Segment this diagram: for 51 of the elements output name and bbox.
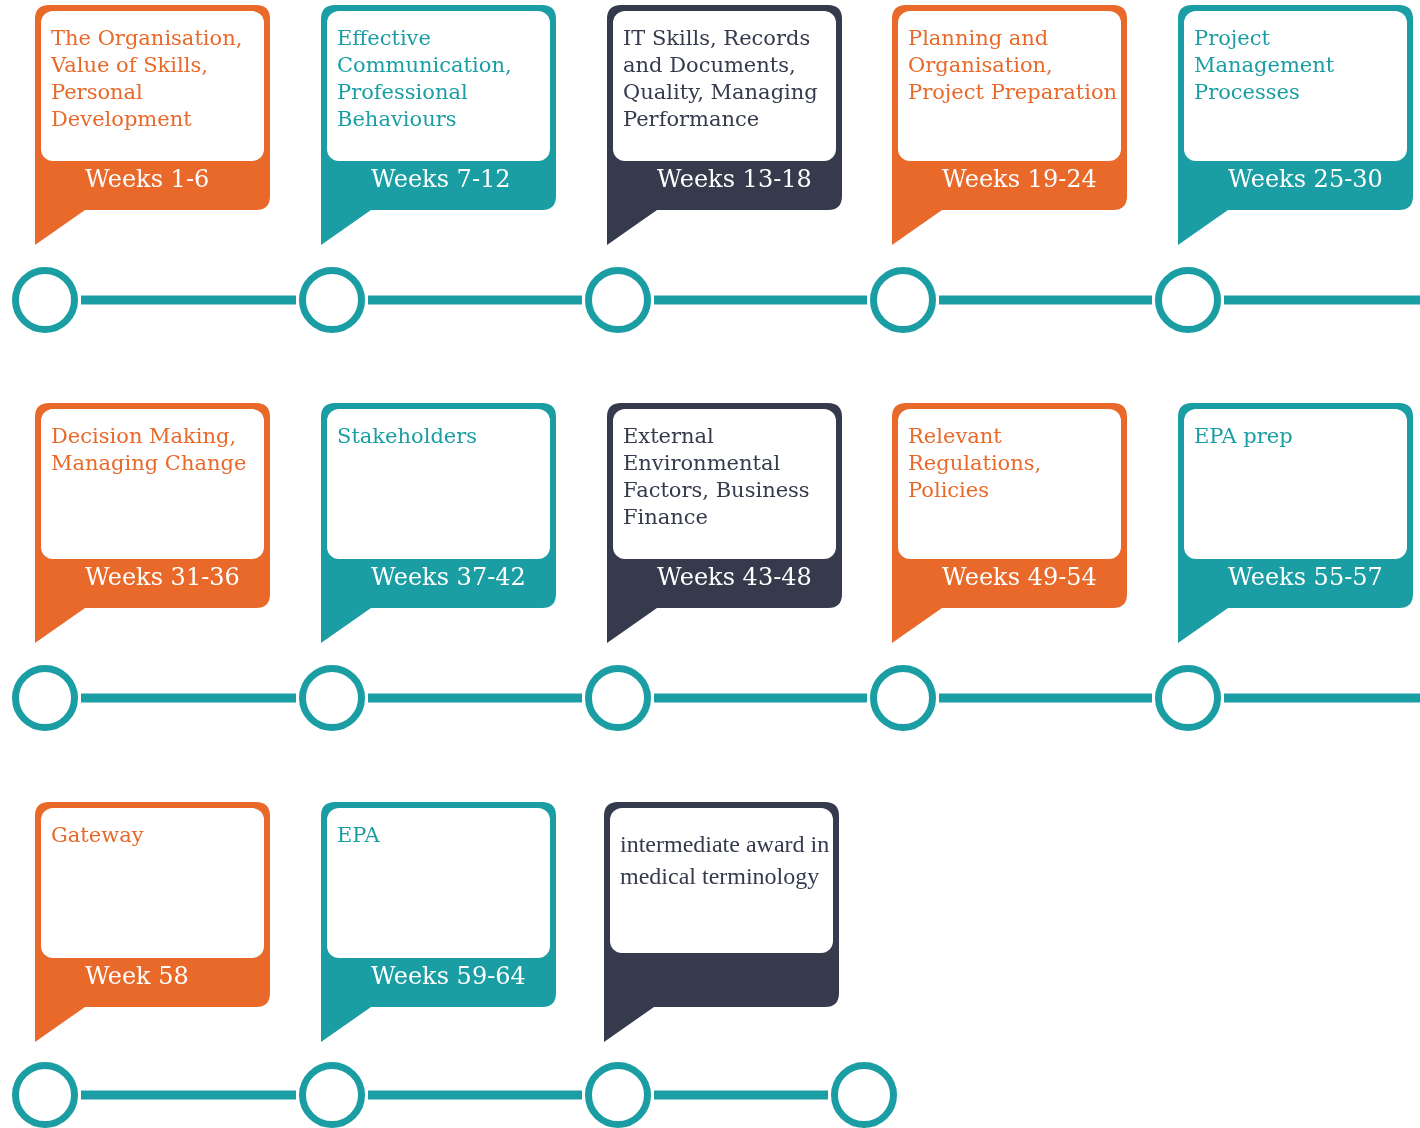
weeks-label: Weeks 43-48 xyxy=(657,563,812,591)
speech-bubble xyxy=(35,802,270,1042)
topic-text: Planning and Organisation, Project Preparation xyxy=(908,25,1119,106)
timeline-line xyxy=(654,295,867,305)
timeline-line xyxy=(939,693,1152,703)
speech-bubble xyxy=(607,403,842,643)
topic-text: Effective Communication, Professional Behaviours xyxy=(337,25,513,133)
topic-text: intermediate award in medical terminology xyxy=(620,830,831,891)
weeks-label: Weeks 7-12 xyxy=(371,165,511,193)
topic-text: IT Skills, Records and Documents, Quality, Managing Performance xyxy=(623,25,819,133)
timeline-line xyxy=(368,1090,582,1100)
topic-text: Decision Making, Managing Change xyxy=(51,423,248,477)
timeline-line xyxy=(654,1090,828,1100)
topic-text: Gateway xyxy=(51,822,145,849)
speech-bubble xyxy=(892,5,1127,245)
speech-bubble xyxy=(321,403,556,643)
speech-bubble xyxy=(321,802,556,1042)
topic-text: The Organisation, Value of Skills, Personal Development xyxy=(51,25,244,133)
topic-text: EPA xyxy=(337,822,381,849)
timeline-line xyxy=(368,295,582,305)
topic-text: Stakeholders xyxy=(337,423,479,450)
speech-bubble xyxy=(35,5,270,245)
timeline-line xyxy=(1224,295,1420,305)
weeks-label: Weeks 31-36 xyxy=(85,563,240,591)
speech-bubble xyxy=(607,5,842,245)
weeks-label: Weeks 1-6 xyxy=(85,165,210,193)
topic-text: EPA prep xyxy=(1194,423,1294,450)
speech-bubble xyxy=(321,5,556,245)
speech-bubble xyxy=(35,403,270,643)
timeline-line xyxy=(1224,693,1420,703)
topic-text: Relevant Regulations, Policies xyxy=(908,423,1043,504)
speech-bubble xyxy=(892,403,1127,643)
weeks-label: Weeks 55-57 xyxy=(1228,563,1383,591)
timeline-line xyxy=(939,295,1152,305)
weeks-label: Weeks 59-64 xyxy=(371,962,526,990)
timeline-line xyxy=(654,693,867,703)
timeline-line xyxy=(81,295,296,305)
weeks-label: Weeks 37-42 xyxy=(371,563,526,591)
speech-bubble xyxy=(604,802,839,1042)
weeks-label: Week 58 xyxy=(85,962,189,990)
timeline-line xyxy=(81,693,296,703)
weeks-label: Weeks 13-18 xyxy=(657,165,812,193)
timeline-line xyxy=(81,1090,296,1100)
speech-bubble xyxy=(1178,5,1413,245)
weeks-label: Weeks 25-30 xyxy=(1228,165,1383,193)
topic-text: Project Management Processes xyxy=(1194,25,1336,106)
topic-text: External Environmental Factors, Business Finance xyxy=(623,423,811,531)
speech-bubble xyxy=(1178,403,1413,643)
weeks-label: Weeks 19-24 xyxy=(942,165,1097,193)
weeks-label: Weeks 49-54 xyxy=(942,563,1097,591)
timeline-line xyxy=(368,693,582,703)
